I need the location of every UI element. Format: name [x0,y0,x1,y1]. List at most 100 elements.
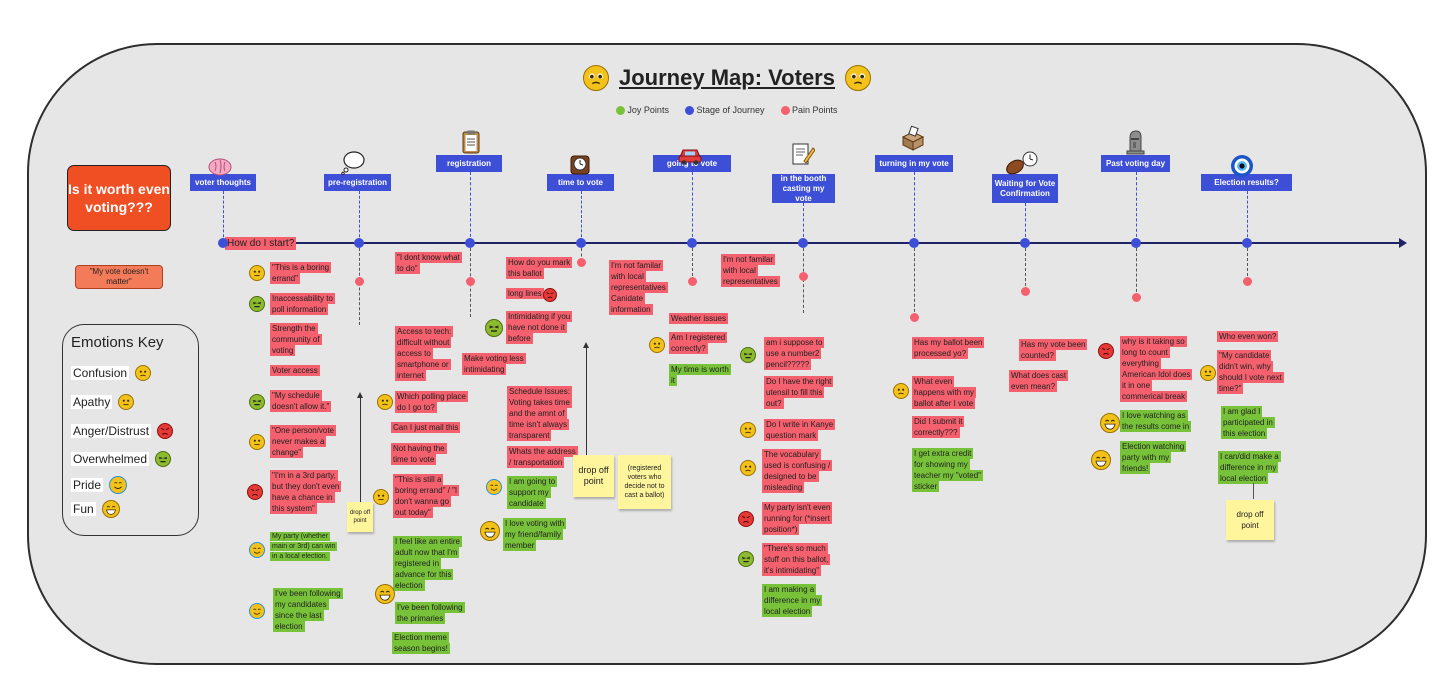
drop-off-sticky: drop off point [573,455,614,497]
pain-connector [692,248,693,281]
note-text: Not having the time to vote [391,443,447,465]
grinning-face-icon [101,500,120,518]
note-text: Election meme season begins! [392,632,450,654]
drop-off-arrow [357,392,363,507]
halo-smile-face-icon [109,476,128,494]
stage-dot [1242,238,1252,248]
stage-connector [914,172,915,242]
grinning-face-icon [480,521,500,541]
nauseated-face-icon [738,551,754,567]
note-text: Did I submit it correctly??? [912,416,965,438]
pain-note: Do I write in Kanye question mark [764,419,838,441]
confused-face-icon [893,383,909,399]
note-text: How do you mark this ballot [506,257,573,279]
neutral-face-icon [1200,365,1216,381]
pain-note: "This is still a boring errand" / "I don… [393,474,460,518]
pain-note: Whats the address / transportation [507,446,579,468]
journey-map-board: Journey Map: Voters Joy Points Stage of … [27,43,1427,665]
stage-dot [1020,238,1030,248]
joy-note: Election watching party with my friends! [1120,441,1190,474]
pain-connector [1136,248,1137,297]
nauseated-face-icon [249,394,265,410]
pain-note: "This is a boring errand" [270,262,334,284]
confused-face-icon [649,337,665,353]
note-text: I can/did make a difference in my local … [1218,451,1281,484]
stage-connector [581,191,582,242]
neutral-face-icon [249,434,265,450]
note-text: The vocabulary used is confusing / desig… [762,449,833,493]
grinning-face-icon [1100,413,1120,433]
pain-note: "My candidate didn't win, why should I v… [1217,350,1289,394]
stage-dot [687,238,697,248]
note-text: "This is a boring errand" [270,262,332,284]
stage-dot [798,238,808,248]
pain-note: long lines [506,288,546,299]
joy-note: I am glad I participated in this electio… [1221,406,1283,439]
note-text: "I'm in a 3rd party, but they don't even… [270,470,342,514]
emotion-label: Overwhelmed [71,452,150,466]
note-text: My party isn't even running for (*insert… [762,502,833,535]
pain-note: Has my vote been counted? [1019,339,1089,361]
stage-dot [909,238,919,248]
halo-smile-face-icon [486,479,502,495]
pain-note: Did I submit it correctly??? [912,416,970,438]
pain-dot [577,258,586,267]
note-text: What does cast even mean? [1009,370,1069,392]
note-text: Intimidating if you have not done it bef… [506,311,573,344]
stage-waiting-confirmation: Waiting for Vote Confirmation [992,174,1058,203]
pain-note: Can I just mail this [391,422,467,433]
emotion-fun: Fun [71,500,120,518]
stage-connector [359,191,360,242]
stage-dot [218,238,228,248]
joy-note: I get extra credit for showing my teache… [912,448,984,492]
timeline-arrowhead [1399,238,1407,248]
note-text: "There's so much stuff on this ballot, i… [762,543,831,576]
legend-joy-label: Joy Points [627,105,669,115]
stage-connector [1136,172,1137,242]
pain-note: Schedule Issues: Voting takes time and t… [507,386,575,441]
legend-pain-label: Pain Points [792,105,838,115]
pleading-face-icon [582,65,609,91]
note-text: Weather issues [669,313,728,324]
hourglass-clock-icon [1006,151,1038,175]
pain-note: Not having the time to vote [391,443,449,465]
note-text: why is it taking so long to count everyt… [1120,336,1193,402]
emotion-label: Pride [71,478,104,492]
nauseated-face-icon [740,347,756,363]
thought-bubble-icon [341,151,365,175]
clipboard-icon [462,130,480,154]
pain-note: Intimidating if you have not done it bef… [506,311,576,344]
nauseated-face-icon [485,319,503,337]
nauseated-face-icon [249,296,265,312]
joy-note: I am going to support my candidate [507,476,569,509]
note-text: Access to tech: difficult without access… [395,326,454,381]
note-text: Make voting less intimidating [462,353,526,375]
note-text: I'm not familar with local representativ… [609,260,668,315]
drop-off-explanation: (registered voters who decide not to cas… [618,455,671,509]
joy-note: I've been following the primaries [395,602,467,624]
confused-face-icon [135,365,152,381]
pain-note: why is it taking so long to count everyt… [1120,336,1193,402]
car-icon [678,149,702,165]
pain-dot [799,272,808,281]
stage-pre-registration: pre-registration [324,174,391,191]
pain-dot [688,277,697,286]
pain-note: Do I have the right utensil to fill this… [764,376,836,409]
joy-note: I can/did make a difference in my local … [1218,451,1288,484]
pain-note: "I dont know what to do" [395,252,465,274]
note-text: I am glad I participated in this electio… [1221,406,1275,439]
stage-connector [1247,191,1248,242]
pain-dot [910,313,919,322]
joy-note: My party (whether main or 3rd) can win i… [270,532,338,562]
stage-connector [223,191,224,242]
drop-off-sticky: drop off point [1226,500,1274,540]
stage-dot [354,238,364,248]
stage-past-voting-day: Past voting day [1101,155,1170,172]
note-text: I've been following my candidates since … [273,588,343,632]
note-text: "This is still a boring errand" / "I don… [393,474,460,518]
pain-note: "I'm in a 3rd party, but they don't even… [270,470,342,514]
note-text: Voter access [270,365,320,376]
stage-election-results: Election results? [1201,174,1292,191]
note-text: Has my ballot been processed yo? [912,337,985,359]
note-text: Do I write in Kanye question mark [764,419,836,441]
